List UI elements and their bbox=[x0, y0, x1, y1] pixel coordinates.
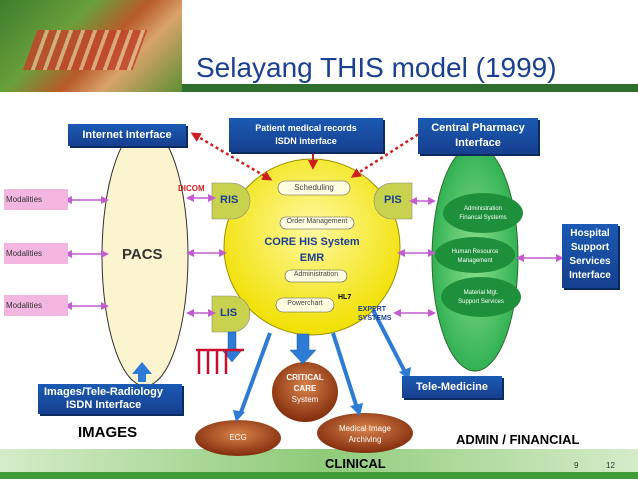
expert-label: EXPERT bbox=[358, 306, 387, 313]
administration-label: Administration bbox=[293, 271, 339, 278]
systems-label: SYSTEMS bbox=[358, 315, 392, 322]
admin-financial-systems-label: Administration Financal Systems bbox=[443, 205, 523, 223]
images-teleradiology-label: Images/Tele-Radiology bbox=[44, 386, 163, 398]
powerchart-pill bbox=[275, 297, 335, 313]
admin-systems-line-1: Administration bbox=[463, 206, 502, 212]
material-mgt-line-1: Material Mgt. bbox=[463, 290, 499, 296]
ris-shape bbox=[211, 182, 251, 220]
page-number: 9 bbox=[574, 461, 579, 470]
critical-care-label: CRITICAL CARE System bbox=[275, 372, 335, 405]
scheduling-pill bbox=[277, 180, 351, 196]
ris-label: RIS bbox=[220, 194, 239, 206]
hospital-support-box: Hospital Support Services Interface bbox=[562, 224, 618, 288]
core-pharmacy-dotted-arrow bbox=[350, 127, 430, 178]
images-label: IMAGES bbox=[78, 424, 138, 441]
human-resource-line-2: Management bbox=[457, 258, 493, 264]
modality-box-2: Modalities bbox=[4, 243, 68, 264]
central-pharmacy-box: Central Pharmacy Interface bbox=[418, 118, 538, 154]
modality-label-2: Modalities bbox=[6, 249, 43, 258]
hospital-support-line-3: Services bbox=[569, 256, 611, 267]
order-management-label: Order Management bbox=[286, 218, 348, 225]
tele-medicine-arrow bbox=[371, 309, 407, 373]
pis-label: PIS bbox=[384, 194, 402, 206]
medical-image-line-2: Archiving bbox=[348, 435, 382, 444]
material-mgt-node bbox=[441, 277, 521, 317]
hl7-label: HL7 bbox=[338, 294, 352, 301]
tele-medicine-label: Tele-Medicine bbox=[416, 381, 488, 393]
critical-label: CRITICAL bbox=[286, 373, 324, 382]
ecg-node bbox=[195, 420, 281, 456]
hospital-support-line-2: Support bbox=[570, 242, 610, 253]
human-resource-label: Human Resource Management bbox=[435, 248, 515, 266]
critical-care-node bbox=[272, 362, 338, 422]
emr-label: EMR bbox=[299, 252, 325, 264]
critical-care-arrow bbox=[289, 333, 317, 365]
patient-records-box: Patient medical records ISDN interface bbox=[229, 118, 383, 152]
ecg-label: ECG bbox=[229, 433, 247, 442]
core-his-label: CORE HIS System bbox=[264, 236, 360, 248]
order-management-pill bbox=[279, 216, 355, 230]
pharmacy-interface-label: Interface bbox=[455, 137, 501, 149]
medical-image-arrow bbox=[331, 332, 359, 409]
system-label: System bbox=[291, 395, 319, 404]
modality-box-3: Modalities bbox=[4, 295, 68, 316]
clinical-label: CLINICAL bbox=[325, 456, 386, 471]
powerchart-label: Powerchart bbox=[287, 300, 323, 307]
modality-label-1: Modalities bbox=[6, 195, 43, 204]
images-up-arrow bbox=[132, 362, 152, 382]
material-mgt-label: Material Mgt. Support Services bbox=[441, 289, 521, 307]
modality-box-1: Modalities bbox=[4, 189, 68, 210]
slide-title: Selayang THIS model (1999) bbox=[196, 52, 557, 83]
hospital-support-line-4: Interface bbox=[569, 270, 611, 281]
lab-rack-icon bbox=[196, 348, 244, 374]
medical-image-line-1: Medical Image bbox=[338, 424, 392, 433]
patient-records-label: Patient medical records bbox=[255, 123, 357, 133]
tele-medicine-box: Tele-Medicine bbox=[402, 376, 502, 398]
teleradiology-isdn-label: ISDN Interface bbox=[66, 399, 142, 411]
medical-image-label: Medical Image Archiving bbox=[320, 423, 410, 445]
pacs-label: PACS bbox=[122, 246, 163, 263]
header-bar bbox=[182, 0, 638, 92]
admin-systems-line-2: Financal Systems bbox=[459, 215, 507, 221]
human-resource-node bbox=[435, 237, 515, 273]
administration-pill bbox=[284, 269, 348, 283]
hospital-support-line-1: Hospital bbox=[570, 228, 610, 239]
internet-interface-box: Internet Interface bbox=[68, 124, 186, 146]
human-resource-line-1: Human Resource bbox=[451, 249, 499, 255]
medical-image-node bbox=[317, 413, 413, 453]
images-teleradiology-box: Images/Tele-Radiology ISDN Interface bbox=[38, 384, 182, 414]
admin-financial-label: ADMIN / FINANCIAL bbox=[456, 432, 580, 447]
hospital-photo bbox=[0, 0, 182, 92]
scheduling-label: Scheduling bbox=[294, 183, 334, 192]
modality-label-3: Modalities bbox=[6, 301, 43, 310]
admin-financial-node bbox=[443, 193, 523, 233]
material-mgt-line-2: Support Services bbox=[458, 299, 504, 305]
page-total: 12 bbox=[606, 461, 615, 470]
isdn-interface-label: ISDN interface bbox=[275, 136, 337, 146]
pis-shape bbox=[373, 182, 413, 220]
central-pharmacy-label: Central Pharmacy bbox=[431, 122, 525, 134]
ecg-arrow bbox=[238, 332, 272, 416]
expert-systems-label: EXPERT SYSTEMS bbox=[358, 305, 391, 323]
dicom-label: DICOM bbox=[178, 184, 205, 193]
header-strip bbox=[182, 84, 638, 92]
internet-interface-label: Internet Interface bbox=[82, 129, 172, 141]
footer-band bbox=[0, 472, 638, 479]
internet-core-dotted-arrow bbox=[190, 132, 273, 181]
lis-label: LIS bbox=[220, 307, 238, 319]
care-label: CARE bbox=[293, 384, 317, 393]
